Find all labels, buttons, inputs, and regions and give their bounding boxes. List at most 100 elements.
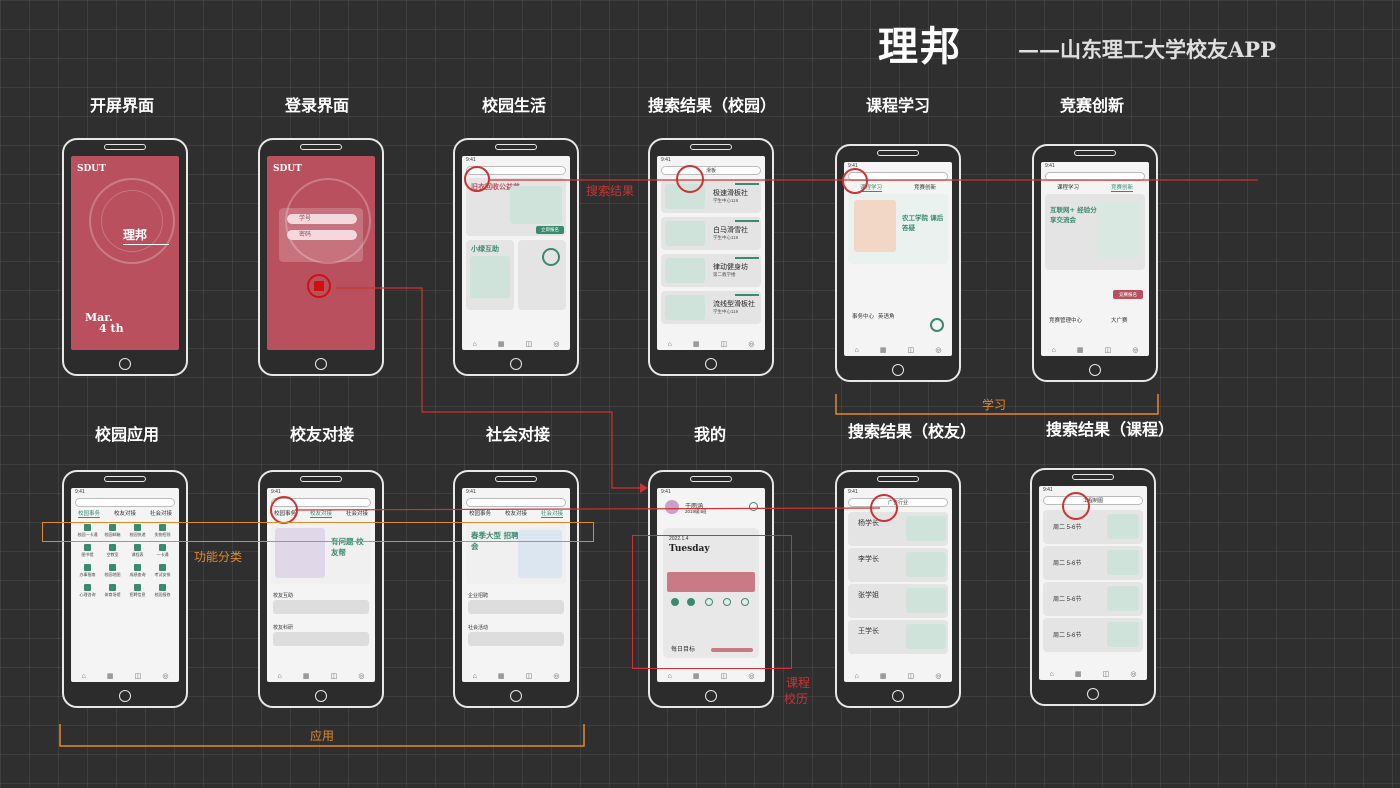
list-item[interactable]: 律动健身坊第二教学楼 [661,254,761,287]
grid-icon[interactable]: ▦ [692,341,700,348]
tab-course[interactable]: 课程学习 [1056,185,1079,191]
password-field[interactable]: 密码 [287,230,357,240]
tab-social[interactable]: 社会对接 [345,511,368,517]
home-icon[interactable]: ⌂ [854,672,859,680]
profile-icon[interactable]: ◎ [748,673,755,680]
check-circle[interactable] [687,598,695,606]
profile-icon[interactable]: ◎ [748,341,755,348]
tab-alumni[interactable]: 校友对接 [504,511,527,517]
check-circle[interactable] [741,598,749,606]
app-icon[interactable]: 校园报修 [150,582,175,602]
tab-social[interactable]: 社会对接 [540,511,563,518]
list-item[interactable]: 杨学长 [848,512,948,546]
content-block[interactable] [273,600,369,614]
list-item[interactable]: 周二 5-6节 [1043,618,1143,652]
app-icon[interactable]: 一卡通 [150,542,175,562]
list-item[interactable]: 白马滑雪社学生中心119 [661,217,761,250]
profile-icon[interactable]: ◎ [162,673,169,680]
basket-icon[interactable]: ◫ [907,347,915,354]
home-icon[interactable]: ⌂ [472,340,477,348]
home-button[interactable] [892,690,904,702]
content-block[interactable] [468,632,564,646]
app-icon[interactable]: 心理咨询 [75,582,100,602]
home-icon[interactable]: ⌂ [667,340,672,348]
app-icon[interactable]: 校园邮箱 [100,522,125,542]
search-input[interactable] [466,498,566,507]
home-icon[interactable]: ⌂ [472,672,477,680]
app-icon[interactable]: 校园一卡通 [75,522,100,542]
list-item[interactable]: 流线型滑板社学生中心119 [661,291,761,324]
basket-icon[interactable]: ◫ [907,673,915,680]
basket-icon[interactable]: ◫ [330,673,338,680]
tab-course[interactable]: 课程学习 [859,185,882,192]
home-button[interactable] [119,690,131,702]
home-button[interactable] [705,358,717,370]
list-item[interactable]: 张学姐 [848,584,948,618]
grid-icon[interactable]: ▦ [1076,347,1084,354]
profile-icon[interactable]: ◎ [935,673,942,680]
grid-icon[interactable]: ▦ [497,673,505,680]
app-icon[interactable]: 空教室 [100,542,125,562]
list-item[interactable]: 周二 5-6节 [1043,582,1143,616]
tab-social[interactable]: 社会对接 [149,511,172,517]
home-icon[interactable]: ⌂ [1049,670,1054,678]
list-item[interactable]: 周二 5-6节 [1043,546,1143,580]
search-input[interactable]: 广告行业 [848,498,948,507]
grid-icon[interactable]: ▦ [879,673,887,680]
basket-icon[interactable]: ◫ [1104,347,1112,354]
grid-icon[interactable]: ▦ [1074,671,1082,678]
check-circle[interactable] [671,598,679,606]
profile-icon[interactable]: ◎ [553,673,560,680]
tab-campus-affairs[interactable]: 校园事务 [468,511,491,517]
app-icon[interactable]: 课程表 [125,542,150,562]
grid-icon[interactable]: ▦ [497,341,505,348]
basket-icon[interactable]: ◫ [134,673,142,680]
home-button[interactable] [510,690,522,702]
app-icon[interactable]: 办事指南 [75,562,100,582]
grid-icon[interactable]: ▦ [692,673,700,680]
tab-campus-affairs[interactable]: 校园事务 [77,511,100,518]
home-icon[interactable]: ⌂ [854,346,859,354]
profile-icon[interactable]: ◎ [1132,347,1139,354]
avatar[interactable] [665,500,679,514]
username-field[interactable]: 学号 [287,214,357,224]
profile-icon[interactable]: ◎ [553,341,560,348]
app-icon[interactable]: 考试安排 [150,562,175,582]
signup-button[interactable]: 竞赛报名 [1113,290,1143,299]
check-circle[interactable] [723,598,731,606]
content-block[interactable] [273,632,369,646]
tab-alumni[interactable]: 校友对接 [113,511,136,517]
basket-icon[interactable]: ◫ [720,673,728,680]
job-fair-banner[interactable]: 春季大型 招聘会 [466,522,566,584]
tab-competition[interactable]: 竞赛创新 [1110,185,1133,192]
list-item[interactable]: 王学长 [848,620,948,654]
profile-icon[interactable]: ◎ [358,673,365,680]
basket-icon[interactable]: ◫ [525,341,533,348]
home-button[interactable] [1089,364,1101,376]
login-target-icon[interactable] [307,274,331,298]
home-button[interactable] [315,690,327,702]
home-button[interactable] [315,358,327,370]
settings-icon[interactable] [749,502,758,511]
home-button[interactable] [1087,688,1099,700]
course-card[interactable]: 农工学院 课后答疑 [848,194,948,264]
search-input[interactable]: 工程制图 [1043,496,1143,505]
grid-icon[interactable]: ▦ [106,673,114,680]
list-item[interactable]: 李学长 [848,548,948,582]
search-input[interactable] [1045,172,1145,181]
app-icon[interactable]: 招聘信息 [125,582,150,602]
tab-competition[interactable]: 竞赛创新 [913,185,936,191]
basket-icon[interactable]: ◫ [720,341,728,348]
basket-icon[interactable]: ◫ [525,673,533,680]
basket-icon[interactable]: ◫ [1102,671,1110,678]
content-block[interactable] [468,600,564,614]
app-icon[interactable]: 校园快递 [125,522,150,542]
home-icon[interactable]: ⌂ [81,672,86,680]
app-icon[interactable]: 图书馆 [75,542,100,562]
home-button[interactable] [510,358,522,370]
app-icon[interactable]: 校园地图 [100,562,125,582]
home-button[interactable] [705,690,717,702]
home-icon[interactable]: ⌂ [667,672,672,680]
grid-icon[interactable]: ▦ [302,673,310,680]
home-button[interactable] [119,358,131,370]
